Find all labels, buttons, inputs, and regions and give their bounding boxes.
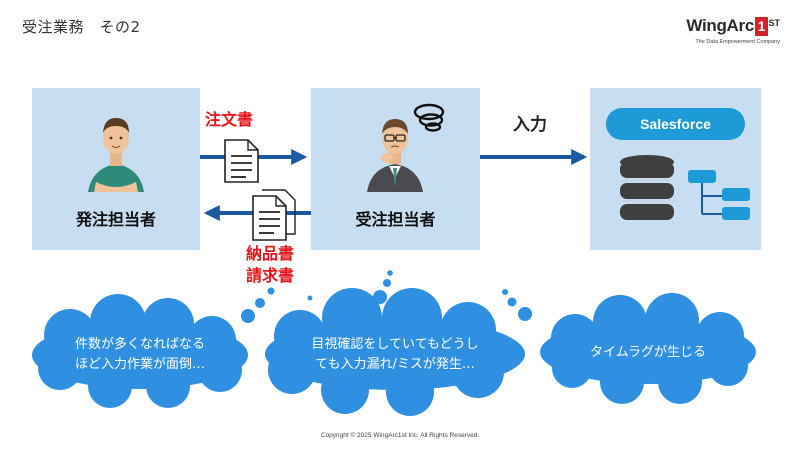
issue-cloud-1	[32, 294, 248, 408]
logo-suffix: ST	[768, 18, 780, 28]
data-table-icon	[688, 170, 750, 220]
footer-copyright: Copyright © 2025 WingArc1st Inc. All Rig…	[320, 432, 480, 439]
orderer-box: 発注担当者	[32, 88, 200, 250]
order-label: 注文書	[205, 110, 254, 129]
thought-bubbles	[241, 270, 532, 323]
stress-swirl-icon	[413, 103, 445, 132]
issue-cloud-3	[540, 293, 756, 404]
salesforce-label: Salesforce	[606, 108, 745, 140]
invoice-label: 請求書	[246, 266, 295, 285]
receiver-box: 受注担当者	[311, 88, 480, 250]
logo-mark: 1	[755, 17, 768, 36]
logo-tagline: The Data Empowerment Company	[695, 39, 780, 45]
return-document-icon	[252, 189, 296, 241]
company-logo: WingArc 1 ST The Data Empowerment Compan…	[680, 16, 780, 52]
orderer-label: 発注担当者	[75, 210, 156, 229]
issue-text-1: 件数が多くなればなる ほど入力作業が面倒…	[74, 337, 205, 372]
order-document-icon	[224, 139, 259, 183]
issue-text-3: タイムラグが生じる	[589, 345, 707, 360]
issue-text-2: 目視確認をしていてもどうし ても入力漏れ/ミスが発生…	[311, 337, 479, 372]
issue-cloud-2	[265, 288, 525, 416]
salesforce-box: Salesforce	[590, 88, 761, 250]
orderer-person-icon	[88, 118, 144, 192]
input-label: 入力	[513, 115, 547, 135]
database-icon	[620, 155, 750, 220]
delivery-slip-label: 納品書	[246, 244, 295, 263]
page-title: 受注業務 その2	[22, 18, 141, 36]
receiver-person-icon	[367, 103, 445, 192]
logo-brand: WingArc	[686, 16, 754, 35]
receiver-label: 受注担当者	[355, 210, 436, 229]
